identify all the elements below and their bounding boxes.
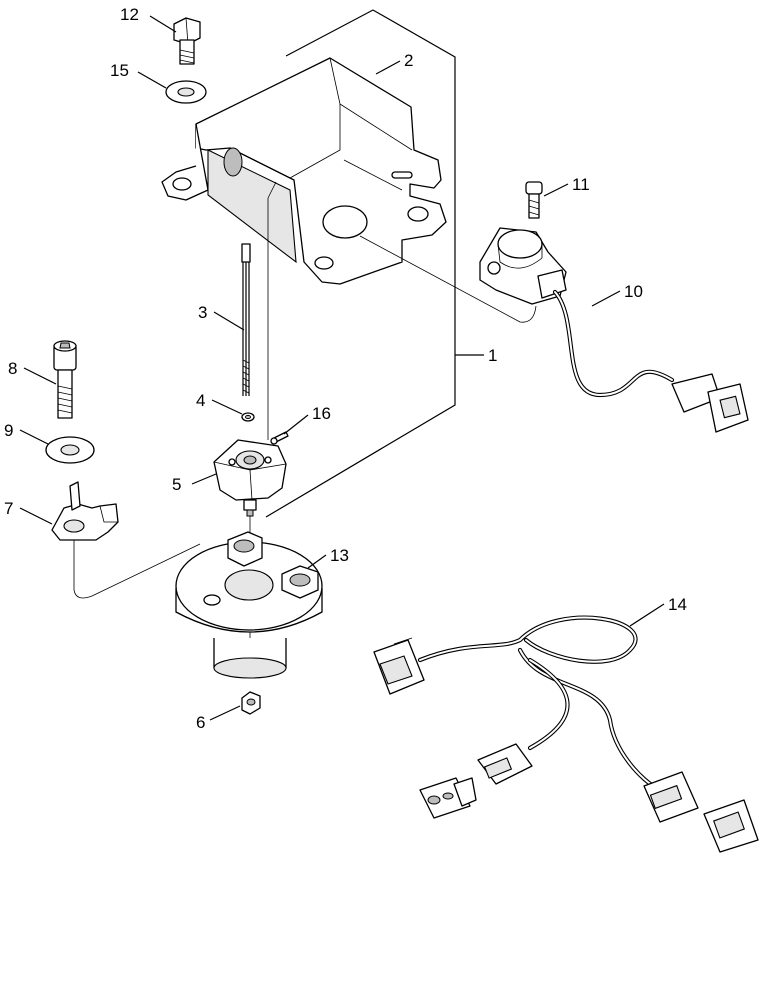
callout-7: 7 (4, 499, 13, 518)
small-screw (270, 431, 289, 445)
callout-2: 2 (404, 51, 413, 70)
callout-10: 10 (624, 282, 643, 301)
callout-14: 14 (668, 595, 687, 614)
bolt-washer (165, 80, 207, 104)
callout-15: 15 (110, 61, 129, 80)
hex-nut (241, 691, 261, 715)
callout-6: 6 (196, 713, 205, 732)
sensor-screw (525, 181, 543, 219)
small-washer (241, 412, 255, 422)
callouts: 12 15 2 3 4 5 16 8 9 7 13 6 1 11 10 14 (4, 5, 687, 732)
sensor-body (213, 439, 287, 517)
position-sensor (359, 227, 749, 433)
wiring-harness (373, 615, 759, 853)
callout-1: 1 (488, 346, 497, 365)
leader-lines (19, 15, 665, 721)
hex-bolt (173, 17, 201, 65)
callout-12: 12 (120, 5, 139, 24)
tab-washer (51, 481, 201, 599)
callout-9: 9 (4, 421, 13, 440)
assembly-outline (265, 9, 456, 518)
flat-washer (45, 436, 95, 464)
callout-11: 11 (572, 175, 590, 194)
flange-housing (175, 531, 323, 679)
callout-8: 8 (8, 359, 17, 378)
callout-16: 16 (312, 404, 331, 423)
callout-4: 4 (196, 391, 205, 410)
callout-3: 3 (198, 303, 207, 322)
bracket (161, 57, 447, 285)
threaded-rod (241, 243, 251, 396)
callout-13: 13 (330, 546, 349, 565)
callout-5: 5 (172, 475, 181, 494)
cap-screw (53, 340, 77, 419)
